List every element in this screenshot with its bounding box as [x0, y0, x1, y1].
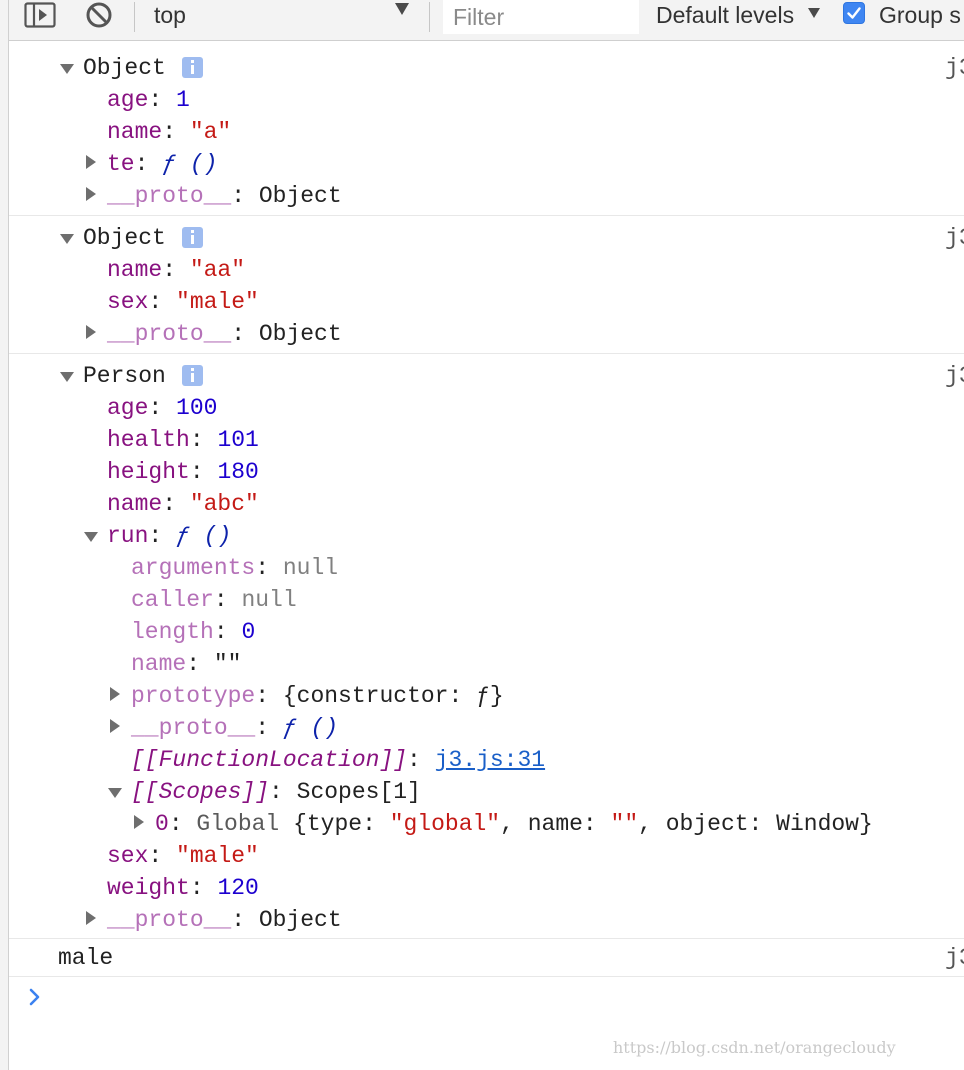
- property-row: name: "": [131, 651, 242, 677]
- property-row: weight: 120: [107, 875, 259, 901]
- filter-input[interactable]: [443, 0, 639, 34]
- collapse-triangle-icon[interactable]: [60, 372, 74, 382]
- expand-triangle-icon[interactable]: [134, 815, 144, 829]
- property-row: height: 180: [107, 459, 259, 485]
- property-row: [[FunctionLocation]]: j3.js:31: [131, 747, 546, 773]
- checkbox-checked-icon[interactable]: [843, 2, 865, 24]
- toolbar-separator: [429, 2, 430, 32]
- property-row: name: "aa": [107, 257, 246, 283]
- source-link[interactable]: j3: [945, 225, 964, 251]
- object-title[interactable]: Object: [83, 225, 166, 251]
- property-row[interactable]: __proto__: Object: [107, 321, 342, 347]
- property-row[interactable]: te: ƒ (): [107, 151, 218, 177]
- property-row: arguments: null: [131, 555, 339, 581]
- dropdown-arrow-icon: [808, 8, 820, 18]
- property-row[interactable]: prototype: {constructor: ƒ}: [131, 683, 504, 709]
- dropdown-arrow-icon: [395, 3, 409, 15]
- console-message: Object j3 name: "aa" sex: "male" __proto…: [9, 216, 964, 354]
- source-link[interactable]: j3: [945, 55, 964, 81]
- expand-triangle-icon[interactable]: [86, 155, 96, 169]
- expand-triangle-icon[interactable]: [86, 325, 96, 339]
- property-row: name: "abc": [107, 491, 259, 517]
- sidebar-toggle-icon[interactable]: [24, 2, 56, 28]
- toolbar-separator: [134, 2, 135, 32]
- function-location-link[interactable]: j3.js:31: [434, 747, 546, 773]
- console-toolbar: top Default levels Group s: [9, 0, 964, 41]
- log-text: male: [58, 945, 114, 971]
- expand-triangle-icon[interactable]: [110, 719, 120, 733]
- log-levels-label: Default levels: [656, 2, 795, 28]
- console-messages: Object j3 age: 1 name: "a" te: ƒ () __pr…: [9, 41, 964, 1070]
- watermark: https://blog.csdn.net/orangecloudy: [613, 1038, 896, 1057]
- expand-triangle-icon[interactable]: [110, 687, 120, 701]
- console-message: Object j3 age: 1 name: "a" te: ƒ () __pr…: [9, 41, 964, 216]
- property-row: length: 0: [131, 619, 256, 645]
- source-link[interactable]: j3: [945, 363, 964, 389]
- property-row: age: 1: [107, 87, 190, 113]
- property-row: name: "a": [107, 119, 232, 145]
- collapse-triangle-icon[interactable]: [108, 788, 122, 798]
- expand-triangle-icon[interactable]: [86, 187, 96, 201]
- property-row[interactable]: run: ƒ (): [107, 523, 232, 549]
- property-row: sex: "male": [107, 843, 259, 869]
- property-row: age: 100: [107, 395, 218, 421]
- object-title[interactable]: Object: [83, 55, 166, 81]
- collapse-triangle-icon[interactable]: [60, 234, 74, 244]
- property-row: sex: "male": [107, 289, 259, 315]
- source-link[interactable]: j3: [945, 945, 964, 971]
- expand-triangle-icon[interactable]: [86, 911, 96, 925]
- property-row[interactable]: __proto__: Object: [107, 183, 342, 209]
- property-row: caller: null: [131, 587, 297, 613]
- info-icon[interactable]: [182, 57, 203, 78]
- console-message: Person j3 age: 100 health: 101 height: 1…: [9, 354, 964, 939]
- object-title[interactable]: Person: [83, 363, 166, 389]
- prompt-chevron-icon: [29, 988, 40, 1006]
- left-gutter: [0, 0, 9, 1070]
- property-row: health: 101: [107, 427, 259, 453]
- property-row[interactable]: __proto__: ƒ (): [131, 715, 339, 741]
- property-row[interactable]: __proto__: Object: [107, 907, 342, 933]
- group-similar-label[interactable]: Group s: [879, 2, 961, 28]
- context-selector-label: top: [154, 2, 186, 28]
- collapse-triangle-icon[interactable]: [84, 532, 98, 542]
- collapse-triangle-icon[interactable]: [60, 64, 74, 74]
- clear-console-icon[interactable]: [85, 1, 113, 29]
- property-row[interactable]: [[Scopes]]: Scopes[1]: [131, 779, 421, 805]
- console-prompt[interactable]: [29, 987, 41, 1013]
- info-icon[interactable]: [182, 227, 203, 248]
- info-icon[interactable]: [182, 365, 203, 386]
- console-message: male j3: [9, 939, 964, 977]
- property-row[interactable]: 0: Global {type: "global", name: "", obj…: [155, 811, 873, 837]
